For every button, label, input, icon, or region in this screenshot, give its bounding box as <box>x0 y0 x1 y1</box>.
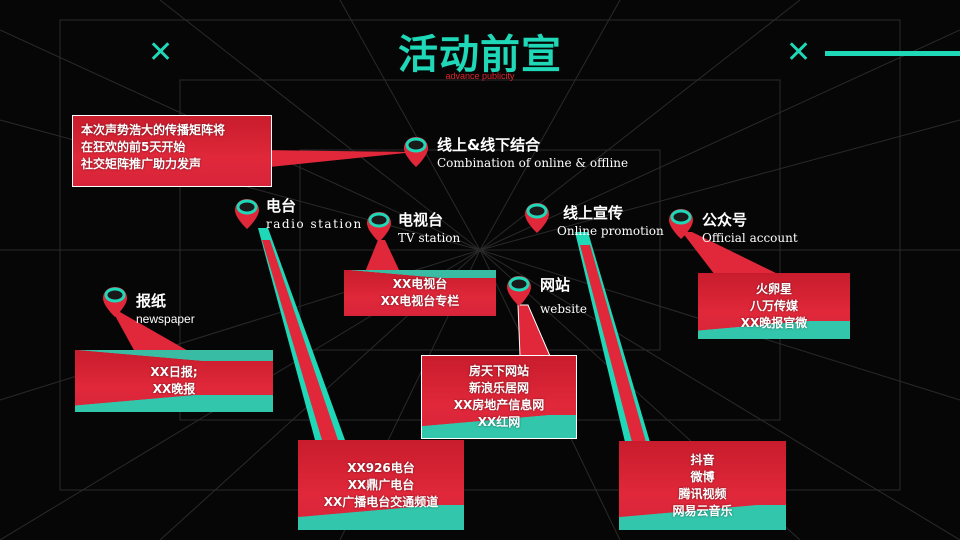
map-pin-icon <box>525 203 549 233</box>
node-online-en: Online promotion <box>557 224 664 238</box>
newspaper-line: XX日报; <box>150 365 198 379</box>
newspaper-callout-box: XX日报; XX晚报 <box>75 350 273 412</box>
node-radio-en: radio station <box>266 217 363 231</box>
official-line: 火卵星 <box>755 281 792 296</box>
map-pin-icon <box>367 212 391 242</box>
node-tv: 电视台 TV station <box>398 211 460 246</box>
map-pin-icon <box>103 287 127 317</box>
map-pin-icon <box>669 209 693 239</box>
node-official-zh: 公众号 <box>702 211 748 229</box>
node-website-en: website <box>540 302 587 316</box>
radio-line: XX926电台 <box>347 460 415 475</box>
map-pin-icon <box>507 276 531 306</box>
radio-line: XX鼎广电台 <box>347 477 415 492</box>
close-x-icon: ✕ <box>148 35 174 70</box>
node-tv-en: TV station <box>398 231 461 245</box>
intro-line: 本次声势浩大的传播矩阵将 <box>81 123 226 137</box>
decorative-bar <box>825 51 960 56</box>
online-line: 网易云音乐 <box>672 503 733 518</box>
node-website-zh: 网站 <box>540 276 571 294</box>
tv-line: XX电视台 <box>392 277 448 291</box>
close-x-icon: ✕ <box>786 35 812 70</box>
page-title: 活动前宣 <box>398 32 562 78</box>
radio-line: XX广播电台交通频道 <box>323 494 439 509</box>
node-radio: 电台 radio station <box>266 197 363 232</box>
website-line: 新浪乐居网 <box>468 381 529 395</box>
online-line: 腾讯视频 <box>678 486 727 501</box>
newspaper-line: XX晚报 <box>152 382 196 396</box>
node-newspaper-zh: 报纸 <box>136 292 167 310</box>
official-line: XX晚报官微 <box>740 315 808 330</box>
page-subtitle: advance publicity <box>445 71 515 81</box>
node-combination-zh: 线上&线下结合 <box>437 136 541 154</box>
map-pin-icon <box>235 199 259 229</box>
official-line: 八万传媒 <box>749 298 798 313</box>
intro-callout-box: 本次声势浩大的传播矩阵将 在狂欢的前5天开始 社交矩阵推广助力发声 <box>72 115 272 187</box>
intro-line: 在狂欢的前5天开始 <box>81 140 186 154</box>
intro-line: 社交矩阵推广助力发声 <box>81 157 202 171</box>
tv-callout-box: XX电视台 XX电视台专栏 <box>344 270 496 316</box>
online-line: 抖音 <box>690 452 715 467</box>
node-online: 线上宣传 Online promotion <box>557 204 664 239</box>
online-line: 微博 <box>690 469 715 484</box>
node-official-en: Official account <box>702 231 798 245</box>
node-website: 网站 website <box>540 276 587 317</box>
node-newspaper: 报纸 newspaper <box>136 292 195 327</box>
radio-callout-box: XX926电台 XX鼎广电台 XX广播电台交通频道 <box>298 440 464 530</box>
node-radio-zh: 电台 <box>266 197 297 215</box>
node-combination: 线上&线下结合 Combination of online & offline <box>437 136 628 171</box>
website-line: XX房地产信息网 <box>453 398 545 412</box>
node-combination-en: Combination of online & offline <box>437 156 629 170</box>
node-online-zh: 线上宣传 <box>563 204 624 222</box>
website-line: XX红网 <box>477 415 521 429</box>
website-line: 房天下网站 <box>468 364 529 378</box>
website-callout-box: 房天下网站 新浪乐居网 XX房地产信息网 XX红网 <box>421 355 577 439</box>
map-pin-icon <box>404 137 428 167</box>
tv-line: XX电视台专栏 <box>380 294 460 308</box>
node-official: 公众号 Official account <box>702 211 798 246</box>
node-tv-zh: 电视台 <box>398 211 444 229</box>
official-callout-box: 火卵星 八万传媒 XX晚报官微 <box>698 273 850 339</box>
online-callout-box: 抖音 微博 腾讯视频 网易云音乐 <box>619 441 786 530</box>
node-newspaper-en: newspaper <box>136 312 195 326</box>
